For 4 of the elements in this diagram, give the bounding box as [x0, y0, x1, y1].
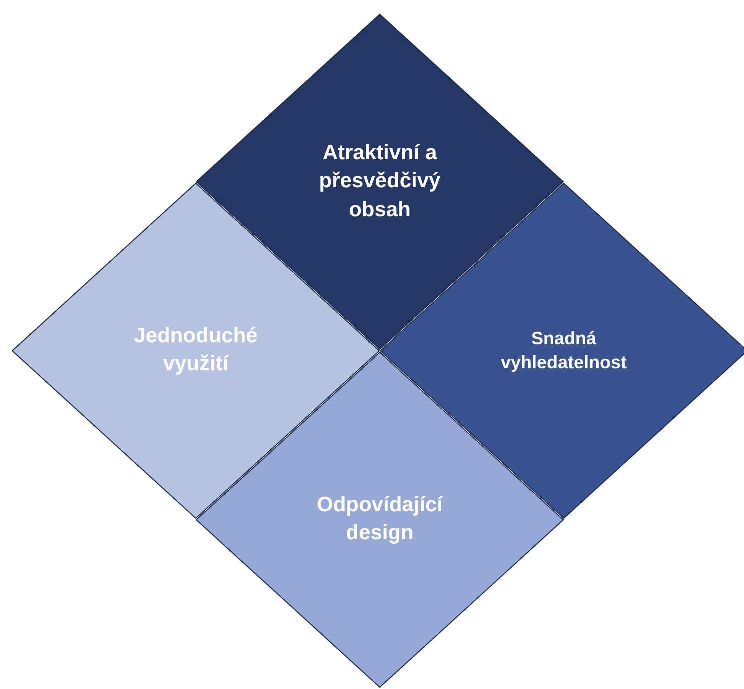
tile-label: Snadná vyhledatelnost	[500, 328, 628, 375]
tile-label: Jednoduché využití	[133, 324, 259, 378]
tile-label: Atraktivní a přesvědčivý obsah	[318, 140, 442, 224]
tile-label: Odpovídající design	[316, 492, 444, 547]
